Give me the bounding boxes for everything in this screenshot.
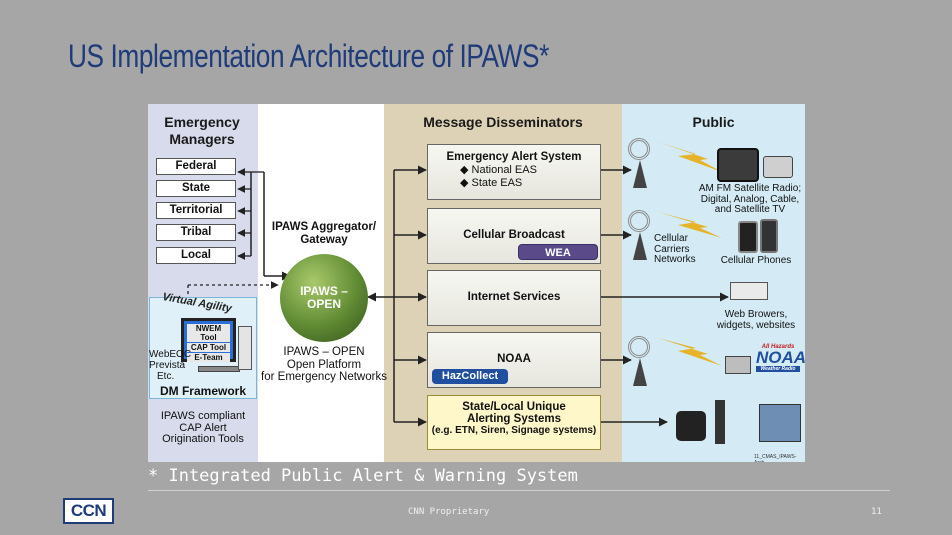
- desc-line-2: Open Platform: [286, 358, 362, 371]
- phone-icon-1: [738, 221, 758, 253]
- siren-icon: [715, 400, 725, 444]
- disseminators-header: Message Disseminators: [423, 114, 583, 130]
- state-local-line-1: State/Local Unique: [462, 401, 566, 413]
- internet-services-box: Internet Services: [427, 270, 601, 326]
- connector-lines: [187, 142, 729, 427]
- desc-line-3: for Emergency Networks: [261, 371, 387, 384]
- carriers-line-3: Networks: [654, 254, 696, 265]
- eas-title: Emergency Alert System: [446, 151, 582, 163]
- caption-line-2: CAP Alert: [179, 421, 227, 434]
- tv-icon: [717, 148, 759, 182]
- ipaws-open-node-label: IPAWS – OPEN: [300, 283, 348, 311]
- noaa-all-hazards: All Hazards: [761, 344, 795, 350]
- noaa-title: NOAA: [497, 353, 531, 365]
- desk-phone-icon: [676, 411, 706, 441]
- tool-label-eteam: E-Team: [187, 353, 230, 362]
- tower-pc-icon: [238, 326, 252, 370]
- noaa-weather-radio-text: Weather Radio: [756, 366, 800, 372]
- web-line-1: Web Browers,: [724, 309, 788, 320]
- signage-icon: [759, 404, 801, 442]
- page-number: 11: [871, 507, 882, 517]
- tower-icon-1: [633, 160, 647, 188]
- side-tool-etc: Etc.: [157, 371, 175, 382]
- ipaws-diagram: Emergency Managers Federal State Territo…: [148, 104, 805, 462]
- footer-divider: [148, 490, 890, 491]
- phones-caption: Cellular Phones: [720, 255, 792, 266]
- radio-tv-line-2: Digital, Analog, Cable,: [700, 193, 800, 205]
- proprietary-label: CNN Proprietary: [408, 507, 490, 517]
- keyboard-icon: [198, 366, 240, 372]
- level-state: State: [156, 180, 236, 197]
- desc-line-1: IPAWS – OPEN: [283, 346, 365, 358]
- radio-tv-caption: AM FM Satellite Radio; Digital, Analog, …: [698, 183, 802, 216]
- aggregator-label: IPAWS Aggregator/ Gateway: [271, 221, 377, 246]
- weather-radio-icon: [725, 356, 751, 374]
- level-tribal: Tribal: [156, 224, 236, 241]
- internet-services-title: Internet Services: [467, 291, 561, 303]
- ipaws-open-globe: IPAWS – OPEN: [280, 254, 368, 342]
- antenna-icon-3: [628, 336, 650, 358]
- noaa-logo-text: NOAA: [756, 348, 805, 367]
- footnote: * Integrated Public Alert & Warning Syst…: [148, 466, 578, 486]
- web-line-2: widgets, websites: [716, 319, 796, 331]
- eas-item-state-text: State EAS: [471, 177, 523, 189]
- state-local-line-2: Alerting Systems: [467, 413, 561, 425]
- hazcollect-tag: HazCollect: [432, 369, 508, 384]
- wea-tag: WEA: [518, 244, 598, 260]
- tower-icon-3: [633, 358, 647, 386]
- cellular-broadcast-title: Cellular Broadcast: [463, 229, 565, 241]
- tool-label-nwem: NWEM Tool: [187, 324, 230, 342]
- caption-line-1: IPAWS compliant: [160, 410, 246, 422]
- eas-item-state: ◆ State EAS: [460, 177, 523, 189]
- tower-icon-2: [633, 232, 647, 260]
- origination-tools-caption: IPAWS compliant CAP Alert Origination To…: [152, 410, 254, 446]
- carriers-line-1: Cellular: [654, 233, 688, 244]
- level-territorial: Territorial: [156, 202, 236, 219]
- phone-icon-2: [760, 219, 778, 253]
- emergency-managers-header: Emergency Managers: [164, 114, 240, 147]
- public-header: Public: [692, 114, 735, 130]
- radio-tv-line-1: AM FM Satellite Radio;: [698, 183, 802, 194]
- side-tool-prevista: Prevista: [149, 360, 186, 371]
- ccn-logo: CCN: [63, 498, 114, 524]
- state-local-box: State/Local Unique Alerting Systems (e.g…: [427, 395, 601, 450]
- carriers-caption: Cellular Carriers Networks: [654, 233, 698, 266]
- slide-title: US Implementation Architecture of IPAWS*: [68, 38, 549, 74]
- level-federal: Federal: [156, 158, 236, 175]
- eas-item-national: ◆ National EAS: [460, 164, 537, 176]
- monitor-icon: NWEM Tool CAP Tool E-Team: [181, 318, 236, 362]
- side-tool-webeoc: WebEOC: [149, 349, 192, 360]
- antenna-icon-2: [628, 210, 650, 232]
- noaa-weather-logo: All Hazards NOAA Weather Radio: [756, 344, 805, 378]
- radio-icon: [763, 156, 793, 178]
- web-caption: Web Browers, widgets, websites: [708, 309, 804, 331]
- level-local: Local: [156, 247, 236, 264]
- eas-box: Emergency Alert System ◆ National EAS ◆ …: [427, 144, 601, 200]
- tool-label-cap: CAP Tool: [187, 343, 230, 352]
- antenna-icon-1: [628, 138, 650, 160]
- dm-framework-label: DM Framework: [159, 384, 247, 398]
- image-id-caption: 11_CMAS_IPAWS-Arch: [754, 454, 797, 462]
- eas-item-national-text: National EAS: [471, 164, 537, 176]
- state-local-line-3: (e.g. ETN, Siren, Signage systems): [431, 425, 597, 436]
- radio-tv-line-3: and Satellite TV: [714, 204, 786, 215]
- carriers-line-2: Carriers: [654, 243, 690, 255]
- ipaws-open-description: IPAWS – OPEN Open Platform for Emergency…: [258, 346, 390, 384]
- caption-line-3: Origination Tools: [162, 433, 244, 446]
- computer-icon: [730, 282, 768, 300]
